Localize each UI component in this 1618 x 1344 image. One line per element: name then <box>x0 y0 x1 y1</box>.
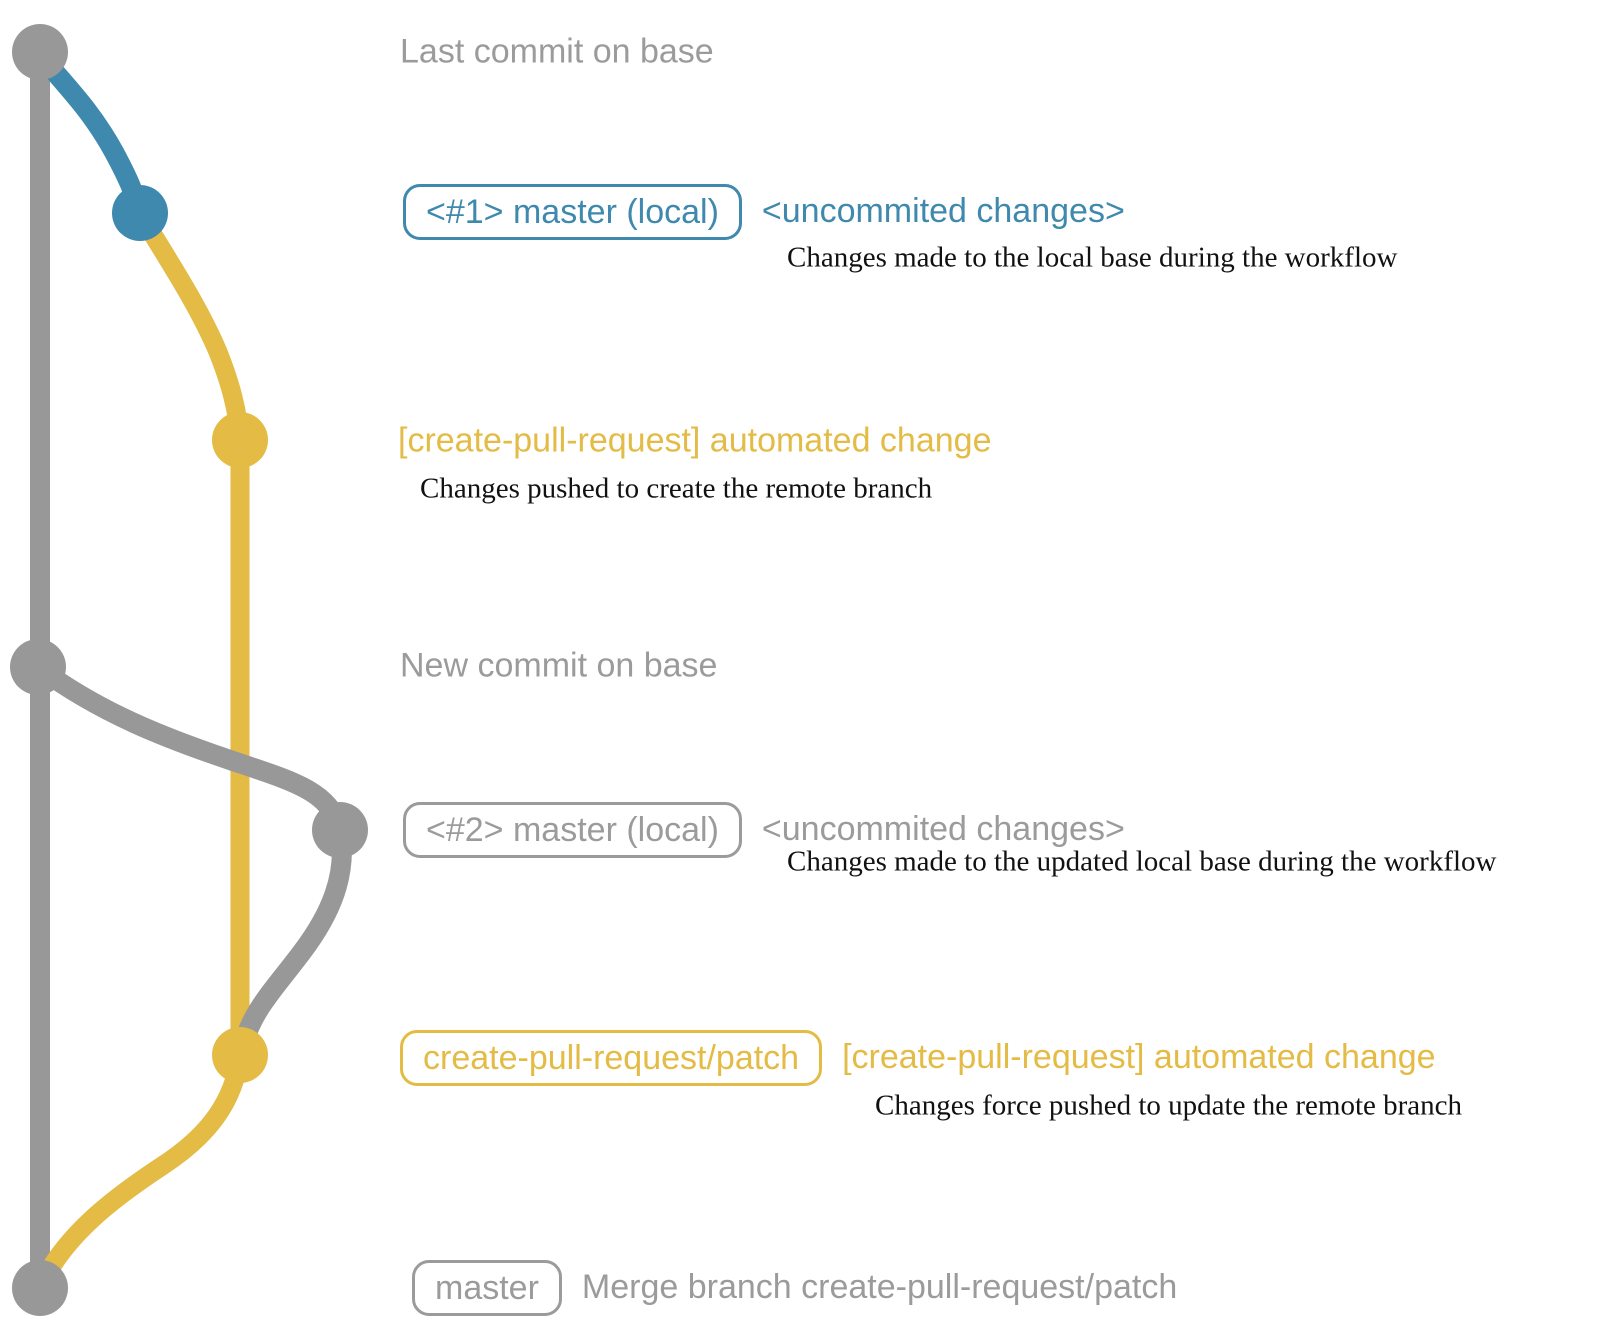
branch-badge-master-local-2: <#2> master (local) <box>403 802 742 858</box>
annotation-patch-commit-2: create-pull-request/patch [create-pull-r… <box>400 1030 1436 1086</box>
last-commit-label: Last commit on base <box>400 32 714 71</box>
rebase-curve-2 <box>231 820 352 1063</box>
local-master-branch-curve <box>30 45 150 223</box>
desc-updated-local-base-changes: Changes made to the updated local base d… <box>787 845 1497 878</box>
desc-local-base-changes: Changes made to the local base during th… <box>787 241 1398 274</box>
git-graph <box>10 24 368 1316</box>
annotation-new-commit: New commit on base <box>400 646 717 685</box>
annotation-local-master-2: <#2> master (local) <uncommited changes> <box>403 802 1125 858</box>
annotation-local-master-1: <#1> master (local) <uncommited changes> <box>403 184 1125 240</box>
annotation-patch-commit-1: [create-pull-request] automated change <box>398 421 991 460</box>
commit-node-patch-1 <box>212 412 268 468</box>
rebase-curve-1 <box>28 657 350 838</box>
desc-pushed-remote: Changes pushed to create the remote bran… <box>420 472 933 505</box>
patch-branch-curve-1 <box>130 203 250 452</box>
automated-change-label-2: [create-pull-request] automated change <box>842 1038 1436 1077</box>
uncommitted-changes-note-1: <uncommited changes> <box>761 192 1125 231</box>
branch-badge-master: master <box>412 1260 562 1316</box>
commit-node-local-master-2 <box>312 802 368 858</box>
annotation-merge: master Merge branch create-pull-request/… <box>412 1260 1177 1316</box>
merge-commit-label: Merge branch create-pull-request/patch <box>581 1268 1178 1307</box>
automated-change-label-1: [create-pull-request] automated change <box>398 421 992 460</box>
branch-badge-master-local-1: <#1> master (local) <box>403 184 742 240</box>
patch-merge-curve <box>31 1045 250 1296</box>
branch-badge-patch: create-pull-request/patch <box>400 1030 823 1086</box>
desc-force-pushed-remote: Changes force pushed to update the remot… <box>875 1089 1463 1122</box>
commit-node-new-base <box>10 639 66 695</box>
uncommitted-changes-note-2: <uncommited changes> <box>761 810 1125 849</box>
commit-node-patch-2 <box>212 1027 268 1083</box>
commit-node-local-master-1 <box>112 185 168 241</box>
commit-node-last-base <box>12 24 68 80</box>
commit-node-merge <box>12 1260 68 1316</box>
annotation-last-commit: Last commit on base <box>400 32 714 71</box>
new-commit-label: New commit on base <box>400 646 718 685</box>
